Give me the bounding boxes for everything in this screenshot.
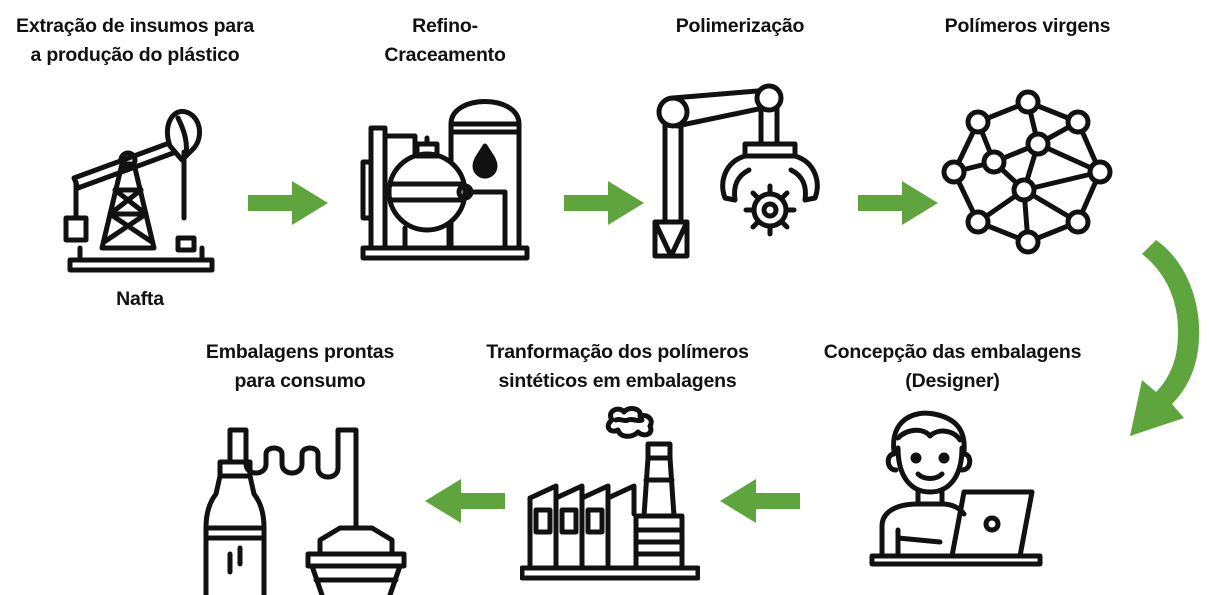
step-1-caption-text: Nafta	[116, 288, 164, 310]
packaging-bottles-icon	[200, 424, 410, 595]
step-5-title-line-1: Concepção das embalagens	[823, 341, 1082, 363]
step-1-title-line-2: a produção do plástico	[30, 44, 240, 66]
step-7-title: Embalagens prontas para consumo	[180, 338, 420, 396]
flow-arrow-right-1	[248, 179, 328, 227]
step-5-title-line-2: (Designer)	[905, 370, 1000, 392]
step-7-title-line-1: Embalagens prontas	[205, 341, 395, 363]
polymer-network-icon	[938, 82, 1118, 262]
robotic-arm-icon	[645, 82, 825, 262]
flow-arrow-left-2	[425, 477, 505, 525]
refinery-icon	[355, 88, 535, 264]
designer-laptop-icon	[868, 408, 1044, 568]
flow-arrow-right-3	[858, 179, 938, 227]
flow-arrow-left-1	[720, 477, 800, 525]
step-5-title: Concepção das embalagens (Designer)	[800, 338, 1105, 396]
flow-arrow-curved-down	[1128, 232, 1209, 442]
step-4-title: Polímeros virgens	[920, 12, 1135, 41]
step-3-title: Polimerização	[640, 12, 840, 41]
step-4-title-line-1: Polímeros virgens	[944, 15, 1111, 37]
step-7-title-line-2: para consumo	[234, 370, 366, 392]
step-2-title-line-2: Craceamento	[384, 44, 506, 66]
step-2-title: Refino- Craceamento	[345, 12, 545, 70]
step-1-title-line-1: Extração de insumos para	[16, 15, 254, 37]
step-3-title-line-1: Polimerização	[675, 15, 805, 37]
flow-arrow-right-2	[564, 179, 644, 227]
step-6-title: Tranformação dos polímeros sintéticos em…	[455, 338, 780, 396]
step-2-title-line-1: Refino-	[412, 15, 478, 37]
step-6-title-line-1: Tranformação dos polímeros	[486, 341, 749, 363]
step-1-title: Extração de insumos para a produção do p…	[0, 12, 270, 70]
oil-pump-icon	[62, 102, 218, 278]
step-1-caption: Nafta	[90, 285, 190, 314]
step-6-title-line-2: sintéticos em embalagens	[498, 370, 737, 392]
factory-icon	[520, 406, 700, 584]
